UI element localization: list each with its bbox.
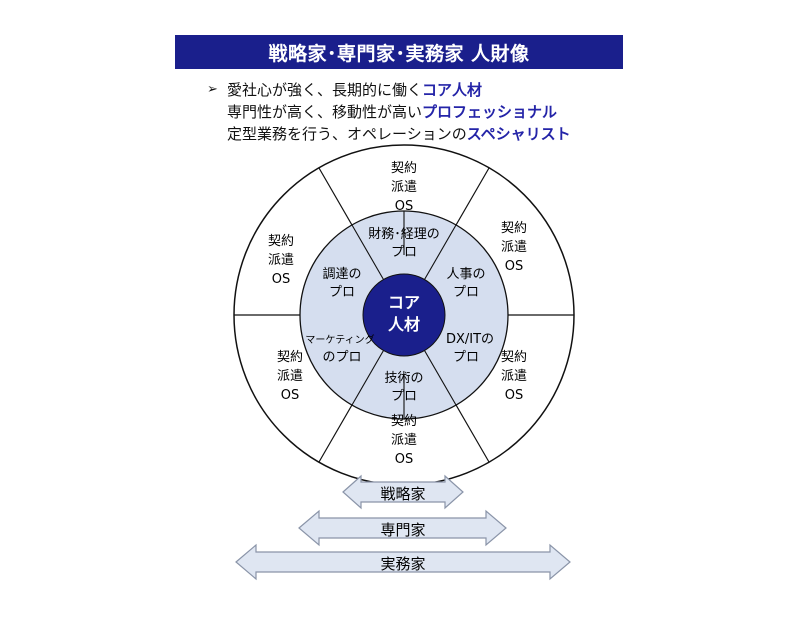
outer-label-line: 派遣 <box>501 240 527 255</box>
bullet-item: 専門性が高く、移動性が高いプロフェッショナル <box>207 101 627 123</box>
outer-label-line: 契約 <box>268 234 294 249</box>
inner-label: 調達の <box>322 267 361 282</box>
inner-label: マーケティング <box>305 333 374 346</box>
inner-label: 技術の <box>384 371 423 386</box>
outer-label-upper-left: 契約 派遣 OS <box>268 234 294 287</box>
strategist-label: 戦略家 <box>380 485 425 503</box>
inner-label: のプロ <box>322 350 361 365</box>
outer-label-line: 契約 <box>501 350 527 365</box>
title-text: 戦略家･専門家･実務家 人財像 <box>268 42 530 65</box>
outer-label-line: 派遣 <box>277 369 303 384</box>
outer-label-line: OS <box>395 452 413 467</box>
practitioner-arrow <box>235 543 571 581</box>
page-title: 戦略家･専門家･実務家 人財像 <box>175 35 623 69</box>
bullet-text: 定型業務を行う、オペレーションの <box>227 125 467 143</box>
inner-label: プロ <box>453 350 479 365</box>
outer-label-lower-right: 契約 派遣 OS <box>501 350 527 403</box>
inner-label: プロ <box>391 245 417 260</box>
center-label-2: 人材 <box>388 315 420 334</box>
outer-label-line: OS <box>281 388 299 403</box>
strategist-arrow <box>342 474 464 510</box>
outer-label-line: 契約 <box>391 414 417 429</box>
outer-label-line: 派遣 <box>501 369 527 384</box>
center-label-1: コア <box>388 293 420 312</box>
outer-label-line: 契約 <box>501 221 527 236</box>
inner-label: プロ <box>391 389 417 404</box>
outer-label-line: 契約 <box>277 350 303 365</box>
specialist-label: 専門家 <box>380 521 425 539</box>
bullet-item: 定型業務を行う、オペレーションのスペシャリスト <box>207 123 627 145</box>
practitioner-label: 実務家 <box>380 555 425 573</box>
bullet-item: ➢ 愛社心が強く、長期的に働くコア人材 <box>207 79 627 101</box>
bullet-text: 専門性が高く、移動性が高い <box>227 103 423 121</box>
outer-label-line: 派遣 <box>268 253 294 268</box>
specialist-arrow <box>298 509 507 547</box>
inner-label: プロ <box>453 285 479 300</box>
outer-label-bottom: 契約 派遣 OS <box>391 414 417 467</box>
outer-label-lower-left: 契約 派遣 OS <box>277 350 303 403</box>
outer-label-line: 契約 <box>391 161 417 176</box>
outer-label-line: 派遣 <box>391 433 417 448</box>
inner-label: 財務･経理の <box>368 227 440 242</box>
outer-label-line: 派遣 <box>391 180 417 195</box>
bullet-text: 愛社心が強く、長期的に働く <box>227 81 423 99</box>
bullet-highlight: プロフェッショナル <box>422 103 558 121</box>
bullet-highlight: コア人材 <box>422 81 483 99</box>
bullet-highlight: スペシャリスト <box>466 125 571 143</box>
outer-label-line: OS <box>505 259 523 274</box>
inner-label: DX/ITの <box>446 332 494 347</box>
outer-label-line: OS <box>395 199 413 214</box>
outer-label-line: OS <box>505 388 523 403</box>
outer-label-upper-right: 契約 派遣 OS <box>501 221 527 274</box>
inner-label: 人事の <box>446 267 485 282</box>
core-center-circle <box>362 273 446 357</box>
arrow-bullet-icon: ➢ <box>207 82 218 97</box>
outer-label-top: 契約 派遣 OS <box>391 161 417 214</box>
outer-label-line: OS <box>272 272 290 287</box>
bullet-list: ➢ 愛社心が強く、長期的に働くコア人材 専門性が高く、移動性が高いプロフェッショ… <box>207 79 627 145</box>
inner-label: プロ <box>329 285 355 300</box>
